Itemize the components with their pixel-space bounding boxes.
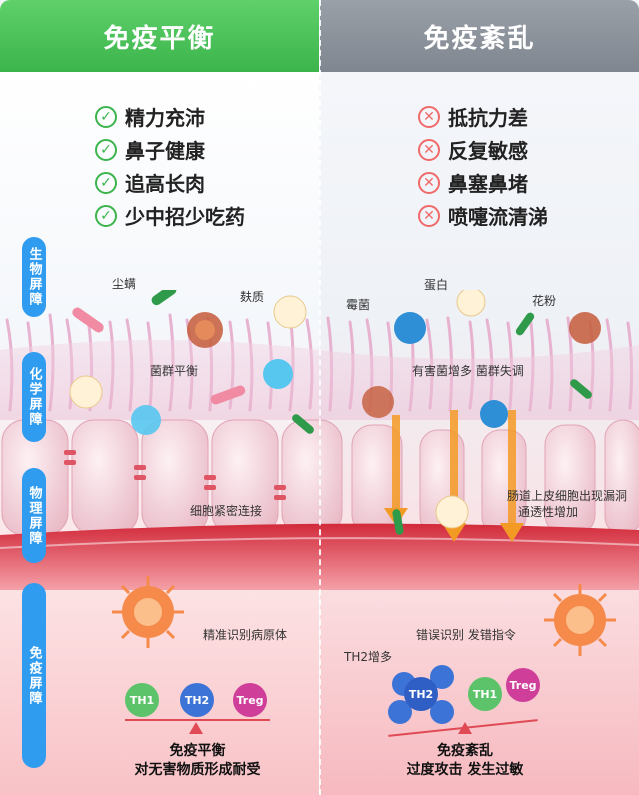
left-header-title: 免疫平衡 — [103, 23, 216, 54]
precise-recognition-label: 精准识别病原体 — [203, 628, 288, 642]
list-item: ✓少中招少吃药 — [95, 199, 245, 232]
treg-cell: Treg — [233, 683, 267, 717]
cross-icon: ✕ — [418, 105, 440, 128]
check-icon: ✓ — [95, 138, 117, 161]
check-icon: ✓ — [95, 171, 117, 194]
th2-cell-right: TH2 — [404, 677, 438, 711]
list-item: ✓鼻子健康 — [95, 133, 245, 166]
mite-label: 尘螨 — [112, 277, 137, 291]
flora-balance-label: 菌群平衡 — [150, 364, 199, 378]
center-divider — [319, 0, 321, 795]
mite-icon — [151, 290, 177, 306]
right-caption: 免疫紊乱 过度攻击 发生过敏 — [406, 743, 524, 778]
microbes-left — [69, 290, 314, 435]
list-item: ✕喷嚏流清涕 — [418, 199, 548, 232]
list-item: ✕抵抗力差 — [418, 100, 548, 133]
check-icon: ✓ — [95, 204, 117, 227]
left-caption: 免疫平衡 对无害物质形成耐受 — [134, 743, 261, 778]
list-item: ✕鼻塞鼻堵 — [418, 166, 548, 199]
harmful-flora-label: 有害菌增多 菌群失调 — [412, 364, 524, 378]
list-item: ✓精力充沛 — [95, 100, 245, 133]
immune-cell-right — [544, 584, 616, 656]
treg-cell-right: Treg — [506, 668, 540, 702]
right-header-title: 免疫紊乱 — [423, 23, 536, 54]
dander-label: 麸质 — [240, 290, 265, 304]
balance-pivot-right — [458, 722, 472, 734]
microbes-right — [362, 290, 601, 535]
misrecognition-label: 错误识别 发错指令 — [416, 628, 516, 642]
th1-cell-right: TH1 — [468, 677, 502, 711]
chem-barrier-label: 化学屏障 — [22, 352, 46, 442]
right-header: 免疫紊乱 — [320, 0, 639, 72]
check-icon: ✓ — [95, 105, 117, 128]
phys-barrier-label: 物理屏障 — [22, 468, 46, 563]
protein-label: 蛋白 — [424, 278, 449, 292]
bio-barrier-label: 生物屏障 — [22, 237, 46, 317]
balance-scale-left — [125, 719, 270, 721]
th1-cell: TH1 — [125, 683, 159, 717]
cross-icon: ✕ — [418, 171, 440, 194]
cross-icon: ✕ — [418, 204, 440, 227]
cross-icon: ✕ — [418, 138, 440, 161]
list-item: ✕反复敏感 — [418, 133, 548, 166]
pollen-label: 花粉 — [532, 294, 557, 308]
balance-pivot-left — [189, 722, 203, 734]
mold-label: 霉菌 — [346, 298, 371, 312]
disorder-symptoms-list: ✕抵抗力差 ✕反复敏感 ✕鼻塞鼻堵 ✕喷嚏流清涕 — [418, 100, 548, 232]
left-header: 免疫平衡 — [0, 0, 319, 72]
tight-junction-label: 细胞紧密连接 — [190, 504, 263, 518]
balance-benefits-list: ✓精力充沛 ✓鼻子健康 ✓追高长肉 ✓少中招少吃药 — [95, 100, 245, 232]
leak-label-2: 通透性增加 — [518, 505, 579, 519]
immune-barrier-label: 免疫屏障 — [22, 583, 46, 768]
th2-increase-label: TH2增多 — [344, 650, 392, 664]
immune-cell-left — [112, 576, 184, 648]
epithelial-cells — [1, 419, 639, 536]
list-item: ✓追高长肉 — [95, 166, 245, 199]
leak-label-1: 肠道上皮细胞出现漏洞 — [507, 489, 628, 503]
th2-cell: TH2 — [180, 683, 214, 717]
